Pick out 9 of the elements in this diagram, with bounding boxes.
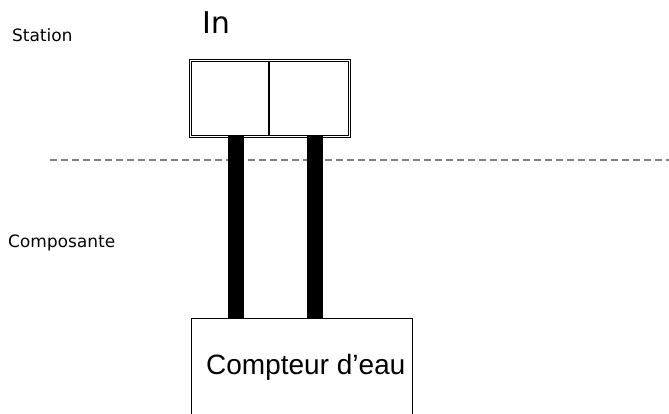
wire — [228, 136, 244, 318]
device-name: Compteur d’eau — [206, 349, 406, 381]
terminal-label: In — [202, 6, 230, 41]
section-label: Composante — [8, 232, 116, 252]
section-label: Station — [12, 26, 72, 46]
device-box — [191, 318, 413, 414]
wire — [307, 136, 323, 318]
terminal-cell — [269, 61, 349, 136]
terminal-cell — [191, 61, 269, 136]
